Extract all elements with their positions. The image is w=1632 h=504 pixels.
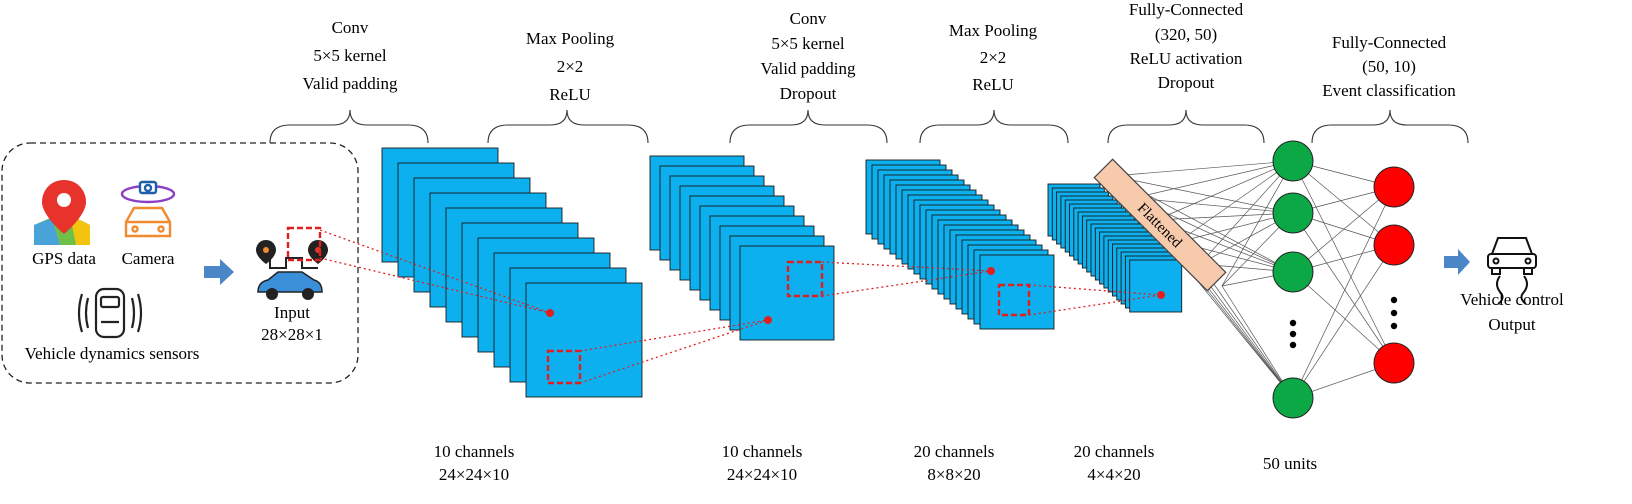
connection-line <box>1155 212 1294 221</box>
connection-line <box>1221 160 1294 287</box>
camera-label: Camera <box>122 249 175 268</box>
output-unit <box>1373 342 1415 384</box>
connection-line <box>1292 271 1395 364</box>
feature-map-stack-pool1 <box>649 155 835 341</box>
connection-line <box>1292 244 1395 399</box>
hidden-ellipsis <box>1289 319 1297 349</box>
layer-header-pool1: Max Pooling 2×2 ReLU <box>526 29 615 104</box>
hidden-unit <box>1272 377 1314 419</box>
input-dims: 28×28×1 <box>261 325 323 344</box>
footer-pool1-channels: 10 channels <box>722 442 803 461</box>
arrow-to-input <box>204 259 234 285</box>
camera-car-icon <box>120 180 176 238</box>
brace-conv2 <box>729 109 888 144</box>
rf-box-3 <box>997 283 1031 317</box>
brace-fc2 <box>1311 109 1469 144</box>
header-line: Event classification <box>1322 81 1456 100</box>
header-line: 5×5 kernel <box>771 34 845 53</box>
header-line: Conv <box>332 18 369 37</box>
header-line: Valid padding <box>303 74 398 93</box>
header-line: 2×2 <box>980 48 1007 67</box>
connection-line <box>1292 160 1395 246</box>
footer-pool1-dims: 24×24×10 <box>727 465 797 484</box>
sensors-label: Vehicle dynamics sensors <box>25 344 200 363</box>
connection-line <box>1199 263 1294 399</box>
gps-map-icon <box>34 180 90 245</box>
input-label: Input <box>274 303 310 322</box>
output-line2: Output <box>1488 315 1536 334</box>
connection-line <box>1199 160 1294 265</box>
hidden-unit <box>1272 192 1314 234</box>
arrow-to-output <box>1444 249 1470 275</box>
layer-header-pool2: Max Pooling 2×2 ReLU <box>949 21 1038 94</box>
footer-conv2-dims: 8×8×20 <box>927 465 980 484</box>
feature-map-stack-conv1 <box>381 147 643 398</box>
footer-pool2-dims: 4×4×20 <box>1087 465 1140 484</box>
feature-map-stack-pool2 <box>1047 183 1183 313</box>
footer-pool2-channels: 20 channels <box>1074 442 1155 461</box>
layer-header-fc2: Fully-Connected (50, 10) Event classific… <box>1322 33 1456 100</box>
rf-box-2 <box>786 260 824 298</box>
header-line: ReLU <box>549 85 591 104</box>
feature-map-layer <box>525 282 643 398</box>
vehicle-control-icon <box>1487 237 1537 305</box>
header-line: Dropout <box>1158 73 1215 92</box>
connection-line <box>1177 160 1294 243</box>
output-layer-units <box>1373 166 1415 384</box>
connection-line <box>1221 285 1294 399</box>
connection-line <box>1292 186 1395 273</box>
brace-pool1 <box>487 109 649 144</box>
brace-pool2 <box>919 109 1069 144</box>
feature-map-stack-conv2 <box>865 159 1055 330</box>
footer-conv1-channels: 10 channels <box>434 442 515 461</box>
output-line1: Vehicle control <box>1460 290 1564 309</box>
brace-fc1 <box>1107 109 1265 144</box>
connection-line <box>1111 175 1294 214</box>
header-line: 5×5 kernel <box>313 46 387 65</box>
rf-box-1 <box>546 349 582 385</box>
connection-line <box>1155 160 1294 221</box>
output-ellipsis <box>1390 296 1398 330</box>
header-line: ReLU <box>972 75 1014 94</box>
hidden-unit <box>1272 251 1314 293</box>
layer-header-conv1: Conv 5×5 kernel Valid padding <box>303 18 398 93</box>
feature-map-layer <box>979 254 1055 330</box>
gps-label: GPS data <box>32 249 96 268</box>
connection-line <box>1111 160 1294 177</box>
header-line: ReLU activation <box>1130 49 1243 68</box>
header-line: Fully-Connected <box>1129 0 1244 19</box>
header-line: Conv <box>790 9 827 28</box>
output-unit <box>1373 166 1415 208</box>
layer-header-fc1: Fully-Connected (320, 50) ReLU activatio… <box>1129 0 1244 92</box>
feature-map-layer <box>1129 259 1183 313</box>
header-line: 2×2 <box>557 57 584 76</box>
hidden-layer-units <box>1272 140 1314 419</box>
input-car-icon <box>256 226 328 300</box>
header-line: Max Pooling <box>949 21 1038 40</box>
output-unit <box>1373 224 1415 266</box>
connection-line <box>1133 197 1294 214</box>
header-line: Fully-Connected <box>1332 33 1447 52</box>
footer-conv2-channels: 20 channels <box>914 442 995 461</box>
header-line: Max Pooling <box>526 29 615 48</box>
header-line: Valid padding <box>761 59 856 78</box>
brace-conv1 <box>269 109 429 144</box>
header-line: (320, 50) <box>1155 25 1217 44</box>
layer-header-conv2: Conv 5×5 kernel Valid padding Dropout <box>761 9 856 103</box>
footer-conv1-dims: 24×24×10 <box>439 465 509 484</box>
hidden-unit <box>1272 140 1314 182</box>
input-sources-box <box>1 142 359 384</box>
connection-line <box>1292 186 1395 399</box>
header-line: (50, 10) <box>1362 57 1416 76</box>
connection-line <box>1292 160 1395 364</box>
rf-dot-4 <box>1157 291 1165 299</box>
vehicle-sensors-icon <box>77 287 143 339</box>
footer-hidden-units: 50 units <box>1263 454 1317 473</box>
header-line: Dropout <box>780 84 837 103</box>
receptive-field-connectors <box>319 229 1162 384</box>
connection-line <box>1292 212 1395 364</box>
connection-line <box>1133 160 1294 199</box>
